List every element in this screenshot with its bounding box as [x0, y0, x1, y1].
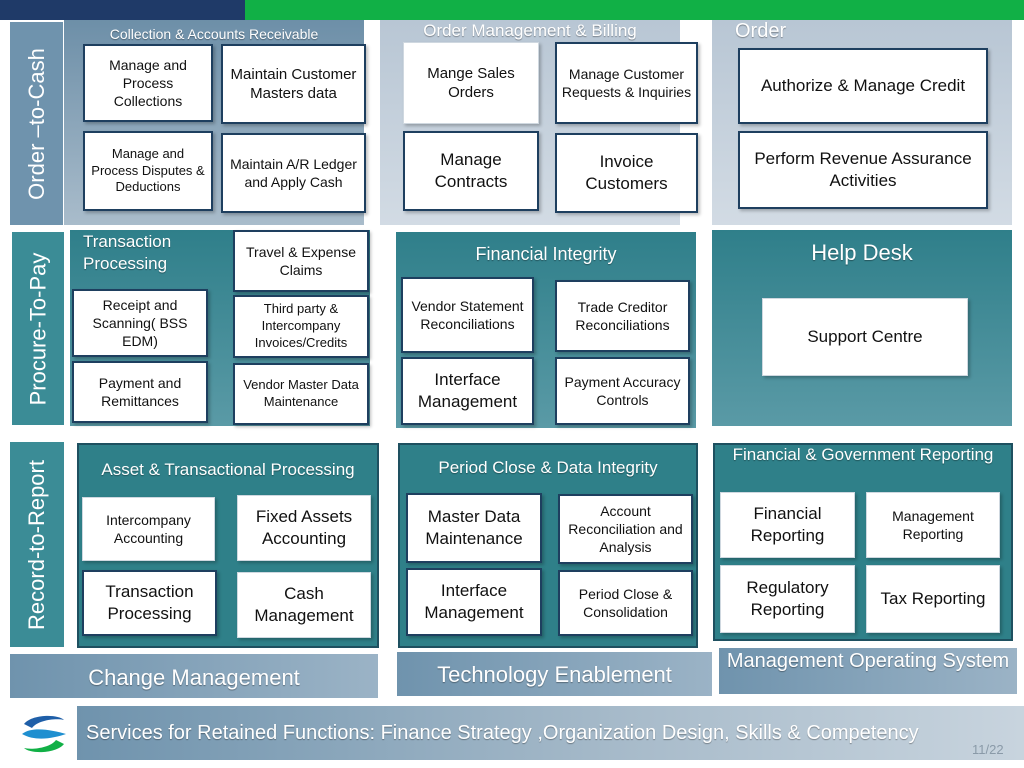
band-technology-enablement	[397, 652, 712, 696]
band-label-services: Services for Retained Functions: Finance…	[86, 722, 919, 744]
panel-title-collection: Collection & Accounts Receivable	[109, 26, 319, 42]
card-transaction-processing-r2r[interactable]: Transaction Processing	[82, 570, 217, 636]
card-ar-ledger[interactable]: Maintain A/R Ledger and Apply Cash	[221, 133, 366, 213]
card-third-party-invoices[interactable]: Third party & Intercompany Invoices/Cred…	[233, 295, 369, 358]
panel-title-asset: Asset & Transactional Processing	[101, 460, 355, 479]
card-support-centre[interactable]: Support Centre	[762, 298, 968, 376]
card-customer-masters[interactable]: Maintain Customer Masters data	[221, 44, 366, 124]
panel-title-order: Order	[735, 20, 787, 42]
panel-title-financial-integrity: Financial Integrity	[475, 244, 617, 264]
band-label-technology-enablement: Technology Enablement	[437, 662, 672, 687]
card-sales-orders[interactable]: Mange Sales Orders	[403, 42, 539, 124]
card-tax-reporting[interactable]: Tax Reporting	[866, 565, 1000, 633]
card-vendor-master[interactable]: Vendor Master Data Maintenance	[233, 363, 369, 425]
card-payment-accuracy[interactable]: Payment Accuracy Controls	[555, 357, 690, 425]
panel-title-reporting: Financial & Government Reporting	[732, 445, 994, 464]
card-financial-reporting[interactable]: Financial Reporting	[720, 492, 855, 558]
card-payment-remittances[interactable]: Payment and Remittances	[72, 361, 208, 423]
panel-title-billing: Order Management & Billing	[423, 21, 637, 40]
page-number: 11/22	[972, 742, 1004, 757]
card-cash-management[interactable]: Cash Management	[237, 572, 371, 638]
section-label-record-to-report: Record-to-Report	[10, 442, 64, 647]
panel-title-period-close: Period Close & Data Integrity	[438, 458, 658, 477]
band-management-operating-system	[719, 648, 1017, 694]
band-label-management-operating-system: Management Operating System	[726, 650, 1010, 672]
card-period-close-consolidation[interactable]: Period Close & Consolidation	[558, 570, 693, 636]
company-logo-icon	[22, 715, 66, 753]
band-services-retained-functions	[77, 706, 1024, 760]
card-travel-expense[interactable]: Travel & Expense Claims	[233, 230, 369, 292]
card-disputes[interactable]: Manage and Process Disputes & Deductions	[83, 131, 213, 211]
card-interface-management-p2p[interactable]: Interface Management	[401, 357, 534, 425]
band-change-management	[10, 654, 378, 698]
section-label-procure-to-pay: Procure-To-Pay	[12, 232, 64, 425]
card-revenue-assurance[interactable]: Perform Revenue Assurance Activities	[738, 131, 988, 209]
section-label-order-to-cash: Order –to-Cash	[10, 22, 63, 225]
card-account-reconciliation[interactable]: Account Reconciliation and Analysis	[558, 494, 693, 564]
card-management-reporting[interactable]: Management Reporting	[866, 492, 1000, 558]
card-invoice-customers[interactable]: Invoice Customers	[555, 133, 698, 213]
card-manage-collections[interactable]: Manage and Process Collections	[83, 44, 213, 122]
card-master-data[interactable]: Master Data Maintenance	[406, 493, 542, 563]
panel-title-help-desk: Help Desk	[811, 240, 913, 265]
card-authorize-credit[interactable]: Authorize & Manage Credit	[738, 48, 988, 124]
card-intercompany-accounting[interactable]: Intercompany Accounting	[82, 497, 215, 561]
card-interface-management-r2r[interactable]: Interface Management	[406, 568, 542, 636]
top-bar-navy	[0, 0, 245, 20]
card-fixed-assets[interactable]: Fixed Assets Accounting	[237, 495, 371, 561]
panel-title-transaction: Transaction Processing	[83, 232, 172, 274]
card-customer-requests[interactable]: Manage Customer Requests & Inquiries	[555, 42, 698, 124]
card-trade-creditor[interactable]: Trade Creditor Reconciliations	[555, 280, 690, 352]
top-bar-green	[245, 0, 1024, 20]
card-vendor-statement[interactable]: Vendor Statement Reconciliations	[401, 277, 534, 353]
card-manage-contracts[interactable]: Manage Contracts	[403, 131, 539, 211]
card-receipt-scanning[interactable]: Receipt and Scanning( BSS EDM)	[72, 289, 208, 357]
card-regulatory-reporting[interactable]: Regulatory Reporting	[720, 565, 855, 633]
band-label-change-management: Change Management	[88, 665, 300, 690]
